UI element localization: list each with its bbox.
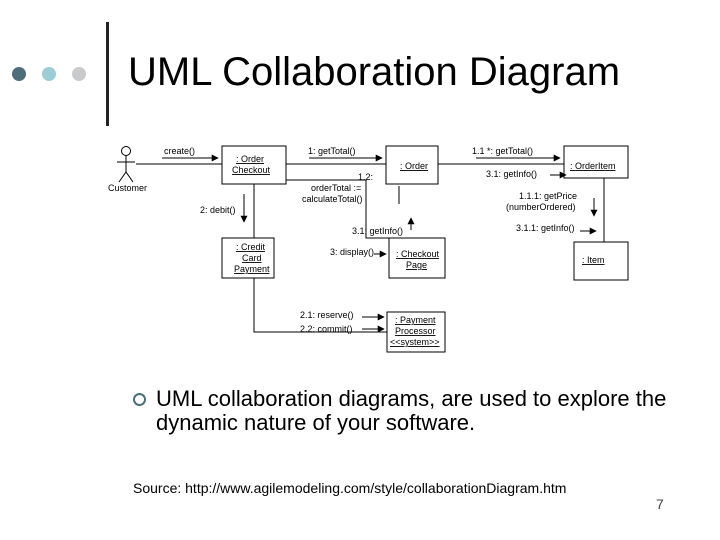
diagram-canvas: Customer : Order Checkout : Order : Orde… bbox=[108, 145, 629, 353]
msg-calctotal-2: orderTotal := bbox=[311, 183, 361, 193]
msg-create: create() bbox=[164, 146, 195, 156]
object-payment-processor bbox=[386, 311, 446, 353]
msg-calctotal-3: calculateTotal() bbox=[302, 194, 363, 204]
decor-dot-1 bbox=[12, 67, 26, 81]
order-checkout-label-1: : Order bbox=[236, 154, 264, 164]
object-item bbox=[573, 241, 629, 281]
checkout-page-label-2: Page bbox=[406, 260, 427, 270]
object-order-checkout bbox=[221, 145, 287, 185]
msg-display: 3: display() bbox=[330, 247, 374, 257]
item-label: : Item bbox=[582, 255, 605, 265]
object-checkout-page bbox=[388, 237, 446, 279]
msg-getinfo-page: 3.1: getInfo() bbox=[352, 226, 403, 236]
title-divider bbox=[106, 22, 109, 126]
credit-label-3: Payment bbox=[234, 264, 270, 274]
object-order-item bbox=[563, 145, 629, 179]
page-number: 7 bbox=[656, 496, 664, 512]
msg-calctotal-1: 1.2: bbox=[358, 172, 373, 182]
msg-debit: 2: debit() bbox=[200, 205, 236, 215]
source-citation: Source: http://www.agilemodeling.com/sty… bbox=[133, 480, 567, 496]
msg-getinfo-item: 3.1.1: getInfo() bbox=[516, 223, 575, 233]
checkout-page-label-1: : Checkout bbox=[396, 249, 440, 259]
order-checkout-label-2: Checkout bbox=[232, 165, 271, 175]
bullet-text: UML collaboration diagrams, are used to … bbox=[156, 386, 667, 435]
msg-getprice-2: (numberOrdered) bbox=[506, 202, 576, 212]
actor-label: Customer bbox=[108, 183, 147, 193]
decor-dot-2 bbox=[42, 67, 56, 81]
collaboration-diagram: Customer : Order Checkout : Order : Orde… bbox=[104, 142, 634, 357]
object-order bbox=[385, 145, 439, 185]
msg-getprice-1: 1.1.1: getPrice bbox=[519, 191, 577, 201]
payment-processor-label-1: : Payment bbox=[395, 315, 436, 325]
msg-getinfo: 3.1: getInfo() bbox=[486, 169, 537, 179]
actor-customer bbox=[117, 146, 135, 183]
payment-processor-label-2: Processor bbox=[395, 326, 436, 336]
msg-gettotal: 1: getTotal() bbox=[308, 146, 356, 156]
bullet-circle-icon bbox=[133, 393, 146, 406]
slide-title: UML Collaboration Diagram bbox=[128, 50, 621, 94]
msg-commit: 2.2: commit() bbox=[300, 324, 353, 334]
credit-label-1: : Credit bbox=[236, 242, 266, 252]
payment-processor-label-3: <<system>> bbox=[390, 337, 440, 347]
decor-dot-3 bbox=[72, 67, 86, 81]
credit-label-2: Card bbox=[242, 253, 262, 263]
object-credit-card-payment bbox=[221, 237, 275, 279]
msg-reserve: 2.1: reserve() bbox=[300, 310, 354, 320]
order-label: : Order bbox=[400, 161, 428, 171]
order-item-label: : OrderItem bbox=[570, 161, 616, 171]
link-credit-processor bbox=[253, 278, 387, 333]
link-checkout-page bbox=[286, 179, 389, 239]
msg-gettotal-loop: 1.1 *: getTotal() bbox=[472, 146, 533, 156]
